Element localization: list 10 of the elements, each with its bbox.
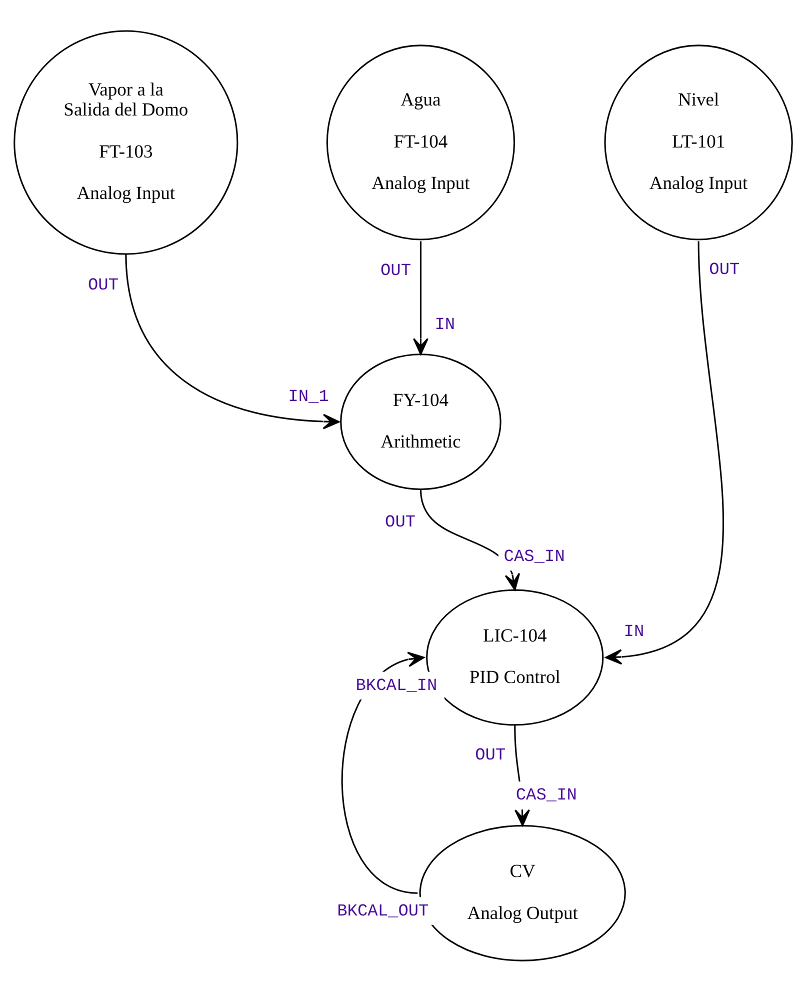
node-label: OUT bbox=[88, 276, 119, 296]
node-label: OUT bbox=[709, 261, 740, 280]
node-label: CAS_IN bbox=[516, 786, 577, 806]
node-label: OUT bbox=[475, 746, 506, 766]
node-label: IN_1 bbox=[288, 388, 329, 407]
node-label: OUT bbox=[385, 514, 416, 533]
node-label: IN bbox=[624, 622, 644, 642]
node-label: OUT bbox=[380, 262, 412, 282]
node-label: CAS_IN bbox=[504, 548, 565, 568]
node-label: IN bbox=[434, 316, 456, 335]
